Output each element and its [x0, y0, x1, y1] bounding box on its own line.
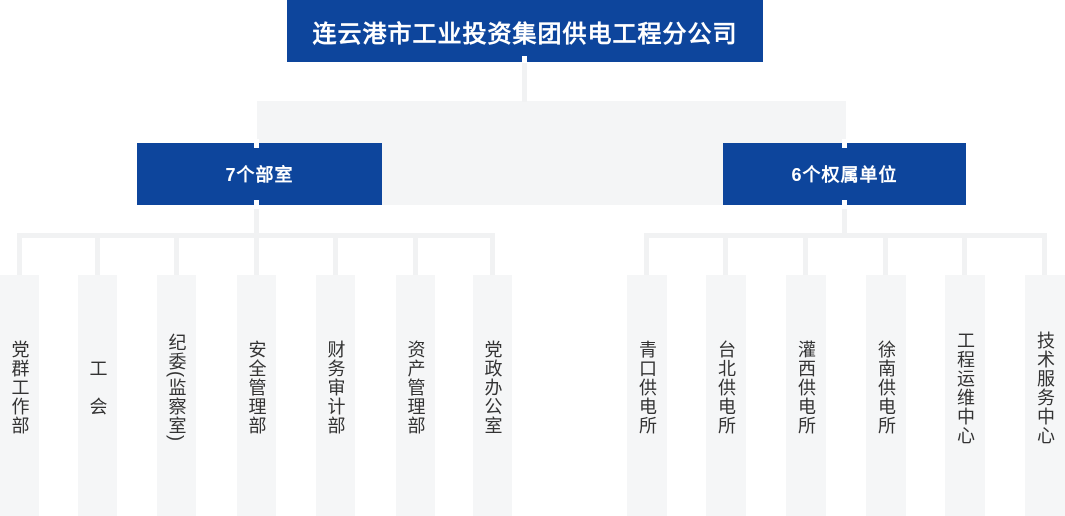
unit-label: 灌西供电所 [796, 340, 816, 435]
unit-label: 工程运维中心 [955, 330, 975, 445]
connector-notch [842, 200, 847, 209]
department-column: 安全管理部 [237, 275, 276, 516]
connector-stub [803, 236, 808, 276]
connector-notch [254, 139, 259, 148]
connector-notch [254, 200, 259, 209]
org-node-root: 连云港市工业投资集团供电工程分公司 [287, 0, 763, 62]
connector-root-drop [522, 62, 527, 102]
unit-column: 台北供电所 [706, 275, 746, 516]
department-label: 党群工作部 [9, 340, 30, 435]
connector-stub [17, 236, 22, 276]
org-node-units: 6个权属单位 [723, 143, 966, 205]
connector-stub [1042, 236, 1047, 276]
department-column: 工 会 [78, 275, 117, 516]
connector-stub [254, 236, 259, 276]
unit-label: 技术服务中心 [1035, 330, 1055, 445]
unit-column: 青口供电所 [627, 275, 667, 516]
connector-stub [883, 236, 888, 276]
connector-right-drop [842, 205, 847, 235]
department-column: 党政办公室 [473, 275, 512, 516]
connector-stub [723, 236, 728, 276]
department-label: 工 会 [87, 359, 108, 416]
department-label: 党政办公室 [482, 340, 503, 435]
connector-stub [174, 236, 179, 276]
unit-column: 工程运维中心 [945, 275, 985, 516]
department-column: 纪委(监察室) [157, 275, 196, 516]
department-column: 财务审计部 [316, 275, 355, 516]
connector-stub [490, 236, 495, 276]
org-node-departments: 7个部室 [137, 143, 382, 205]
unit-label: 徐南供电所 [876, 340, 896, 435]
unit-label: 台北供电所 [716, 340, 736, 435]
unit-label: 青口供电所 [637, 340, 657, 435]
unit-column: 技术服务中心 [1025, 275, 1065, 516]
department-label: 纪委(监察室) [166, 333, 187, 442]
connector-stub [333, 236, 338, 276]
org-node-departments-label: 7个部室 [225, 165, 294, 185]
connector-stub [962, 236, 967, 276]
org-node-units-label: 6个权属单位 [791, 165, 898, 185]
unit-column: 徐南供电所 [866, 275, 906, 516]
connector-right-rail [644, 233, 1047, 238]
connector-stub [644, 236, 649, 276]
department-column: 党群工作部 [0, 275, 39, 516]
department-label: 安全管理部 [246, 340, 267, 435]
unit-column: 灌西供电所 [786, 275, 826, 516]
org-node-root-label: 连云港市工业投资集团供电工程分公司 [312, 20, 738, 48]
department-column: 资产管理部 [396, 275, 435, 516]
connector-notch [842, 139, 847, 148]
connector-left-drop [254, 205, 259, 235]
department-label: 资产管理部 [405, 340, 426, 435]
connector-stub [413, 236, 418, 276]
connector-stub [95, 236, 100, 276]
connector-notch [522, 56, 527, 63]
department-label: 财务审计部 [325, 340, 346, 435]
connector-left-rail [17, 233, 495, 238]
